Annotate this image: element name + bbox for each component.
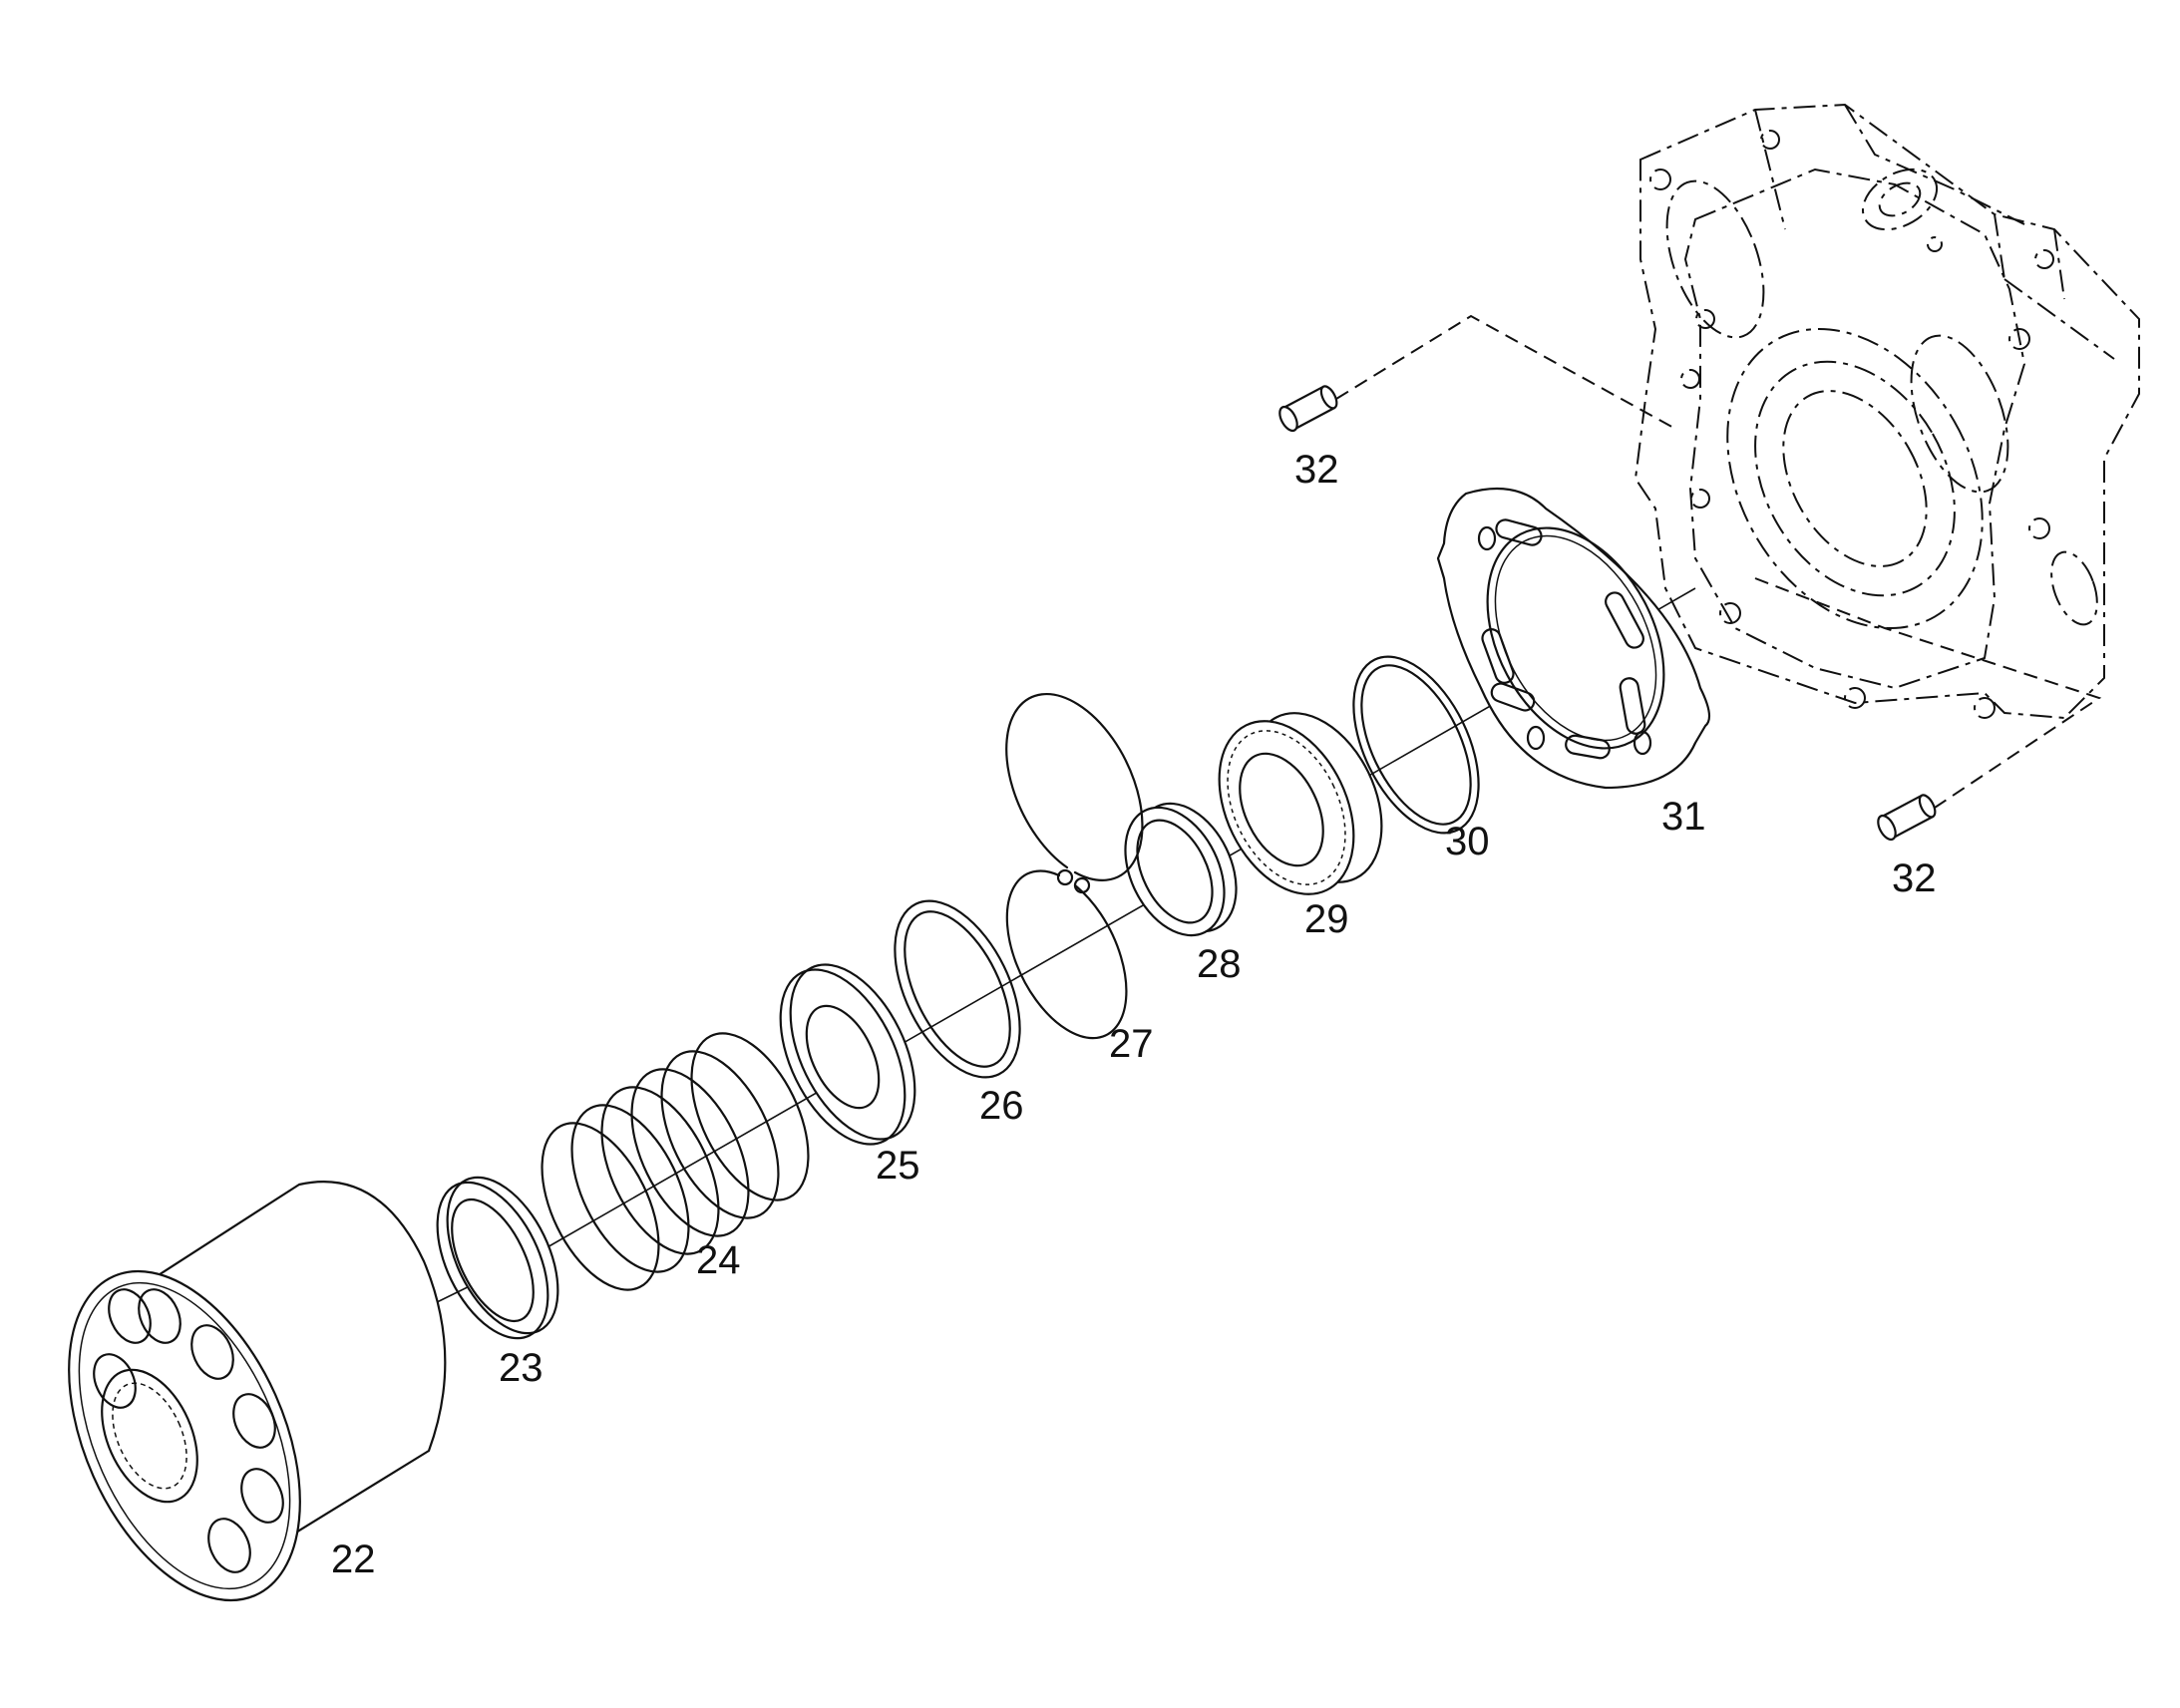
spacer-washer [779,963,916,1146]
callout-23: 23 [499,1346,544,1390]
callout-29: 29 [1304,897,1349,941]
callout-28: 28 [1197,942,1242,986]
tapered-roller-bearing [1218,712,1383,895]
callout-31: 31 [1661,795,1706,839]
retaining-ring [1005,693,1144,1040]
dowel-pin-lower [1877,794,1937,842]
callout-labels: 22 23 24 25 26 27 28 29 30 31 32 32 [331,448,1937,1581]
valve-plate [1436,487,1711,790]
thrust-washer [894,899,1021,1079]
callout-25: 25 [876,1144,920,1188]
bearing-race [1124,802,1238,937]
dowel-pin-upper [1278,385,1338,433]
o-ring [1352,655,1480,835]
callout-32-lower: 32 [1892,856,1937,900]
washer [436,1176,559,1340]
callout-22: 22 [331,1537,376,1581]
cylinder-block [68,1181,447,1602]
callout-26: 26 [979,1084,1024,1128]
callout-27: 27 [1109,1022,1154,1066]
pump-housing [1634,103,2140,720]
callout-32-upper: 32 [1294,448,1339,492]
coil-spring [541,1032,810,1291]
pin-leader-lines [1335,314,2102,809]
callout-24: 24 [696,1238,741,1282]
callout-30: 30 [1445,820,1490,863]
